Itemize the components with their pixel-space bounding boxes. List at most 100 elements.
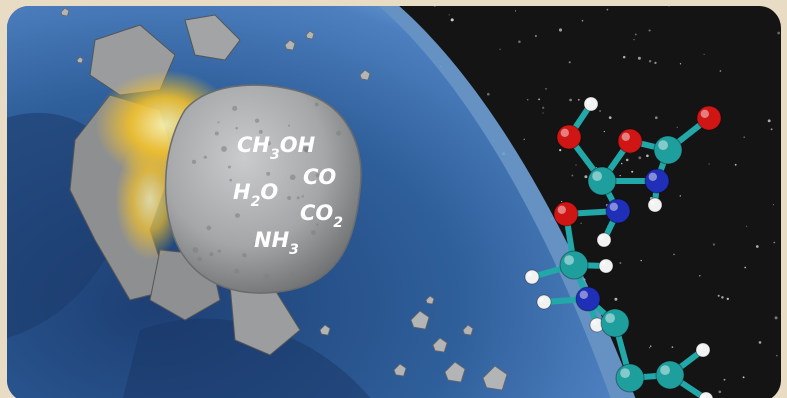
atom-body (559, 250, 589, 280)
star (606, 8, 609, 11)
hydrogen-atom (589, 317, 605, 333)
rock-fragment (305, 30, 315, 40)
rock-pit (209, 252, 214, 257)
rock-pit (217, 121, 220, 124)
star (671, 346, 674, 348)
rock-pit (253, 241, 259, 247)
star (719, 70, 722, 72)
star (717, 294, 720, 297)
rock-pit (242, 253, 247, 258)
atom-highlight (650, 200, 655, 205)
atom-highlight (539, 297, 544, 302)
star (758, 341, 762, 344)
rock-pit (288, 124, 291, 127)
atom-highlight (648, 172, 657, 181)
rock-pit (232, 105, 238, 111)
star (679, 63, 682, 65)
star (514, 10, 517, 12)
atom-body (644, 168, 670, 194)
atom-highlight (658, 140, 668, 151)
star (622, 55, 626, 59)
rock-fragment (444, 361, 466, 383)
star (723, 378, 726, 381)
molecule-icon (524, 96, 722, 398)
atom-body (553, 201, 579, 227)
star (673, 253, 675, 256)
star (708, 163, 710, 165)
rock-pit (303, 263, 308, 267)
star (767, 119, 771, 123)
atom-body (698, 391, 714, 398)
atom-highlight (586, 99, 591, 105)
rock-fragment (432, 337, 448, 353)
star (575, 164, 577, 166)
star (577, 98, 580, 101)
star (568, 61, 571, 64)
rock-pit (235, 213, 240, 218)
star (620, 162, 623, 165)
molecule-atoms (524, 96, 722, 398)
star (712, 243, 715, 246)
rock-fragment (319, 324, 331, 336)
atom-highlight (527, 272, 532, 277)
hydrogen-atom (536, 294, 552, 310)
rock-pit (227, 165, 231, 169)
star (649, 345, 652, 347)
rock-fragment (359, 69, 371, 81)
hydrogen-atom (596, 232, 612, 248)
atom-highlight (700, 109, 709, 119)
atom-highlight (560, 128, 569, 137)
star (608, 116, 612, 119)
star (779, 390, 781, 393)
rock-fragment (425, 295, 435, 305)
star (679, 195, 682, 197)
atom-highlight (601, 261, 606, 266)
formula-carbon-monoxide: CO (303, 165, 336, 189)
atom-body (575, 286, 601, 312)
star (448, 14, 450, 16)
star (619, 261, 622, 265)
atom-body (583, 96, 599, 112)
rock-pit (214, 131, 219, 136)
carbon-atom (600, 308, 630, 338)
atom-body (596, 232, 612, 248)
star (654, 0, 655, 1)
oxygen-atom (556, 124, 582, 150)
star (734, 163, 737, 166)
carbon-atom (655, 360, 685, 390)
oxygen-atom (553, 201, 579, 227)
nitrogen-atom (644, 168, 670, 194)
rock-pit (217, 249, 221, 253)
rock-pit (296, 196, 300, 200)
star (625, 158, 629, 162)
formula-list: CH3OH CO H2O CO2 NH3 (233, 133, 343, 258)
star (676, 126, 678, 128)
atom-highlight (599, 235, 604, 240)
star (718, 390, 722, 394)
carbon-atom (559, 250, 589, 280)
star (774, 316, 778, 320)
atom-body (696, 105, 722, 131)
star (776, 354, 778, 357)
star (433, 6, 437, 7)
star (634, 33, 637, 36)
rock-pit (289, 271, 295, 277)
star (743, 136, 745, 138)
star (640, 259, 642, 262)
star (721, 296, 724, 299)
atom-highlight (660, 365, 670, 375)
star (668, 6, 670, 7)
rock-pit (338, 229, 344, 235)
debris-fragments (60, 7, 508, 391)
rock-pit (266, 141, 271, 146)
star (614, 297, 618, 301)
rock-pit (192, 246, 199, 253)
carbon-atom (653, 135, 683, 165)
formula-carbon-dioxide: CO2 (300, 201, 343, 231)
star (619, 175, 621, 177)
carbon-atom (615, 363, 645, 393)
star (486, 92, 490, 96)
star (526, 98, 529, 101)
rock-pit (263, 273, 270, 280)
